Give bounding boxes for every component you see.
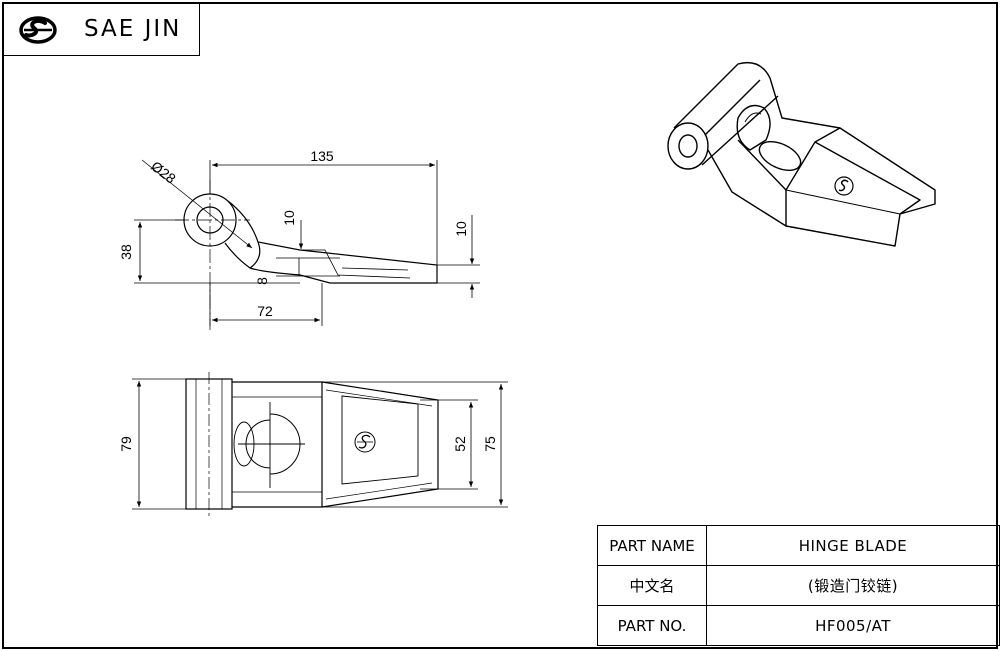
title-block: PART NAME HINGE BLADE 中文名 (锻造门铰链) PART N… [597, 525, 1000, 646]
dim-10-top: 10 [281, 210, 297, 226]
logo-header: SAE JIN [2, 2, 200, 56]
dim-8: 8 [254, 277, 270, 285]
dim-38: 38 [118, 244, 134, 260]
top-view-dimensions [132, 378, 508, 510]
side-view [175, 180, 438, 330]
part-name-label: PART NAME [597, 525, 707, 566]
isometric-view [667, 61, 936, 247]
top-view [185, 372, 439, 516]
dim-135: 135 [310, 148, 334, 164]
dim-10-right: 10 [453, 221, 469, 237]
brand-name: SAE JIN [84, 16, 182, 42]
part-name-value: HINGE BLADE [706, 525, 1000, 566]
dim-72: 72 [257, 303, 273, 319]
part-no-value: HF005/AT [706, 605, 1000, 646]
side-view-dimensions [134, 159, 480, 326]
dim-diameter-28: Ø28 [148, 158, 179, 187]
part-no-label: PART NO. [597, 605, 707, 646]
chinese-name-label: 中文名 [597, 565, 707, 606]
dim-52: 52 [452, 436, 468, 452]
saejin-logo-icon [19, 16, 57, 44]
part-no-row: PART NO. HF005/AT [597, 605, 1000, 646]
chinese-name-row: 中文名 (锻造门铰链) [597, 565, 1000, 606]
part-name-row: PART NAME HINGE BLADE [597, 525, 1000, 566]
dim-75: 75 [482, 436, 498, 452]
chinese-name-value: (锻造门铰链) [706, 565, 1000, 606]
dim-79: 79 [118, 436, 134, 452]
